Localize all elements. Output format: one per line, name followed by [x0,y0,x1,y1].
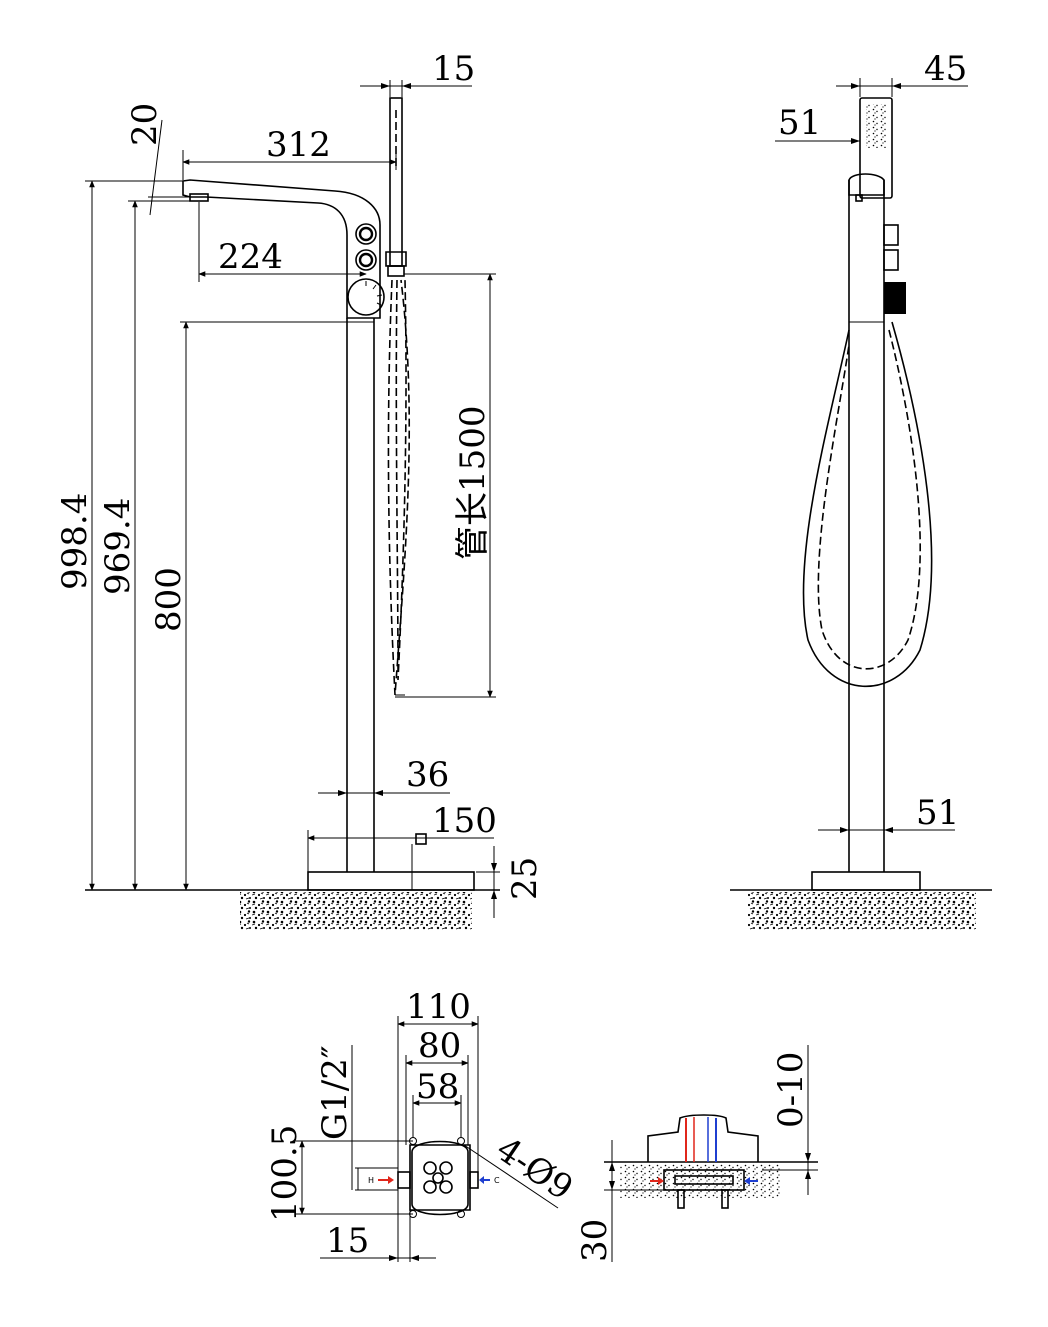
hose-inner [395,279,407,681]
spout-body [182,179,381,319]
dim-reach-to-body: 224 [218,237,283,277]
dim-handshower-width: 15 [432,49,475,89]
cold-inlet [469,1171,479,1189]
side-thermostat [884,282,906,314]
rough-in-body [663,1169,745,1191]
side-hand-shower [859,97,893,199]
thermostat-dial [347,278,385,316]
dim-base-width: 150 [432,801,497,841]
front-view: 15 20 312 224 998.4 969.4 800 管长1500 [55,49,545,930]
shower-holder [385,251,407,267]
lower-knob-icon [358,252,374,268]
leader-mount-holes [463,1144,559,1209]
hot-arrow [378,1176,394,1184]
dim-plate-width: 110 [406,987,471,1027]
center-hole [432,1172,444,1184]
side-base [811,871,921,891]
hose-connector [387,265,405,277]
dial-ticks [365,281,383,306]
side-spout [848,173,885,196]
dim-body-height: 800 [149,567,189,632]
mount-hole-4 [457,1210,465,1218]
upper-knob [355,223,377,245]
side-hose-inner [817,329,921,670]
mount-plate [411,1140,469,1216]
dim-plate-center: 58 [416,1067,459,1107]
side-upper-knob [883,224,899,246]
upper-knob-icon [358,226,374,242]
dim-side-pipe: 51 [916,793,959,833]
valve-housing [647,1114,759,1162]
dim-side-spout-offset: 51 [778,103,821,143]
side-ground-hatch [748,892,976,930]
dim-base-height: 25 [505,857,545,900]
side-lower-knob [883,249,899,271]
hot-label: H [368,1176,374,1185]
section-hot-arrow [650,1177,664,1185]
hot-inlet [397,1171,411,1189]
section-cold-arrow [744,1177,758,1185]
dim-pipe-diameter: 36 [406,755,449,795]
plate-view: H C 110 80 58 G1/2″ 100.5 15 [265,987,580,1262]
dim-spout-height: 969.4 [98,498,138,595]
dim-total-height: 998.4 [55,493,95,590]
dim-plate-inner: 80 [418,1026,461,1066]
dim-inlet-length: 15 [326,1221,369,1261]
mount-plate-frame [409,1144,471,1211]
mount-hole-2 [457,1137,465,1145]
installation-section: 0-10 30 [575,1045,818,1262]
dim-hose-length: 管长1500 [453,405,493,560]
dim-spout-reach: 312 [266,125,331,165]
dim-line-20 [149,119,163,216]
base-plate [307,871,475,891]
lower-knob [355,249,377,271]
cold-label: C [494,1176,500,1185]
dim-adjust-range: 0-10 [771,1052,811,1128]
cold-arrow [479,1176,490,1184]
dim-mount-holes: 4-Ø9 [489,1129,580,1208]
dim-hole-spacing: 100.5 [265,1125,305,1222]
dim-floor-depth: 30 [575,1219,615,1262]
side-hose-outer [802,321,933,688]
dim-spout-offset: 20 [125,103,165,146]
dim-thread-size: G1/2″ [315,1045,355,1140]
inlet-fitting [415,833,427,845]
side-spray-face [866,104,886,148]
ground-hatch [240,892,472,930]
side-view: 45 51 51 [730,49,992,930]
dim-side-handshower: 45 [924,49,967,89]
